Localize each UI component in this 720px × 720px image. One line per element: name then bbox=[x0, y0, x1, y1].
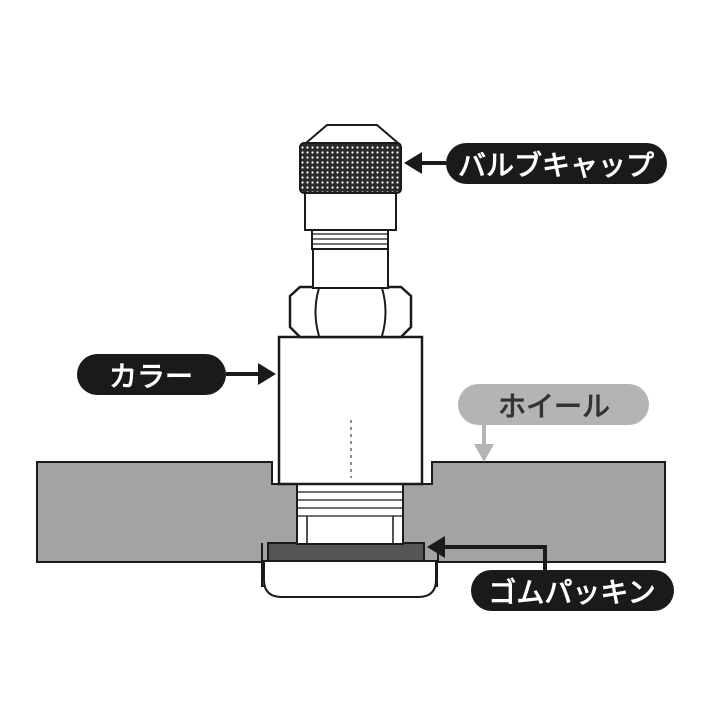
valve-cap bbox=[299, 124, 402, 231]
collar-label: カラー bbox=[77, 354, 226, 395]
wheel-arrow bbox=[474, 425, 494, 462]
valve-upper-thread bbox=[311, 228, 389, 250]
collar-label-text: カラー bbox=[109, 360, 193, 393]
valve-cap-arrow bbox=[404, 152, 446, 174]
valve-base bbox=[261, 543, 439, 598]
collar-arrow bbox=[226, 363, 276, 385]
rubber-gasket-arrow bbox=[427, 536, 547, 570]
hex-nut bbox=[288, 285, 413, 339]
valve-stem-neck bbox=[312, 247, 389, 289]
valve-cap-label-text: バルブキャップ bbox=[458, 149, 655, 182]
valve-cap-label: バルブキャップ bbox=[446, 143, 667, 184]
valve-threaded-stem bbox=[296, 483, 404, 545]
rubber-gasket-label-text: ゴムパッキン bbox=[488, 576, 655, 609]
wheel-label: ホイール bbox=[458, 384, 649, 425]
rubber-gasket-label: ゴムパッキン bbox=[471, 570, 674, 611]
wheel-label-text: ホイール bbox=[498, 390, 610, 423]
collar bbox=[277, 335, 424, 486]
